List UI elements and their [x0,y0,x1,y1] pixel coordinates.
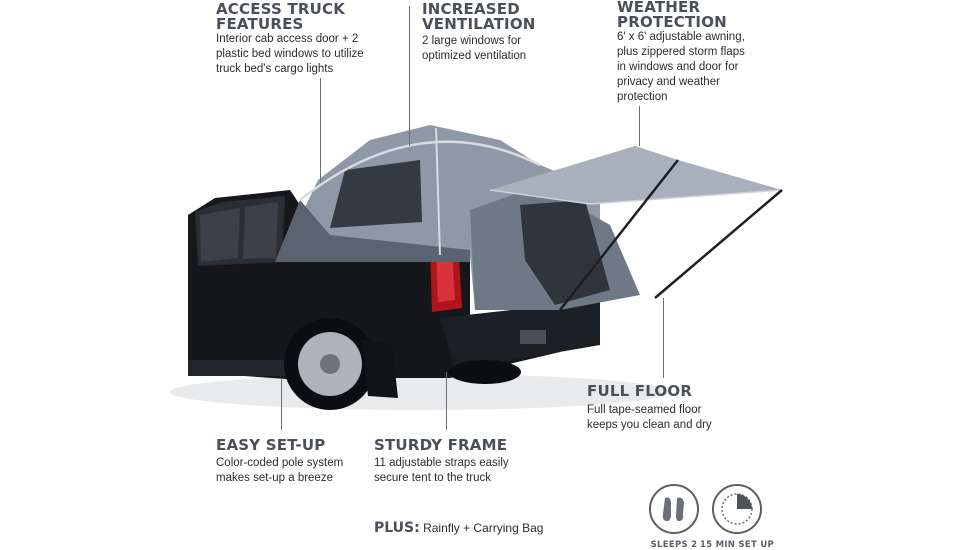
leader-weather [639,106,640,146]
feature-desc-frame: 11 adjustable straps easily secure tent … [374,457,509,484]
leader-access [320,78,321,183]
feature-title-ventilation: INCREASED VENTILATION [422,0,536,33]
feature-title-setup: EASY SET-UP [216,436,326,454]
feature-desc-floor: Full tape-seamed floor keeps you clean a… [587,404,712,431]
leader-ventilation [409,6,410,146]
sleeps-label: SLEEPS 2 [650,540,698,550]
feature-desc-setup: Color-coded pole system makes set-up a b… [216,457,344,484]
feature-desc-access: Interior cab access door + 2 plastic bed… [216,33,364,75]
feature-title-weather: WEATHER PROTECTION [617,0,727,31]
clock-icon [721,493,753,525]
setup-time-badge [712,484,762,534]
leader-frame [446,372,447,430]
feature-title-frame: STURDY FRAME [374,436,508,454]
feature-title-access: ACCESS TRUCK FEATURES [216,0,346,33]
awning [489,146,783,311]
leader-floor [663,298,664,378]
plus-text: Rainfly + Carrying Bag [423,521,544,535]
plus-label: PLUS: [374,520,420,536]
setup-time-label: 15 MIN SET UP [699,540,775,550]
feature-desc-weather: 6' x 6' adjustable awning, plus zippered… [617,31,745,103]
feet-icon [662,497,684,522]
leader-setup [281,378,282,430]
tent [275,125,640,310]
plus-line: PLUS: Rainfly + Carrying Bag [374,520,543,536]
sleeps-badge [649,484,699,534]
feature-title-floor: FULL FLOOR [587,382,693,400]
feature-desc-ventilation: 2 large windows for optimized ventilatio… [422,35,527,62]
